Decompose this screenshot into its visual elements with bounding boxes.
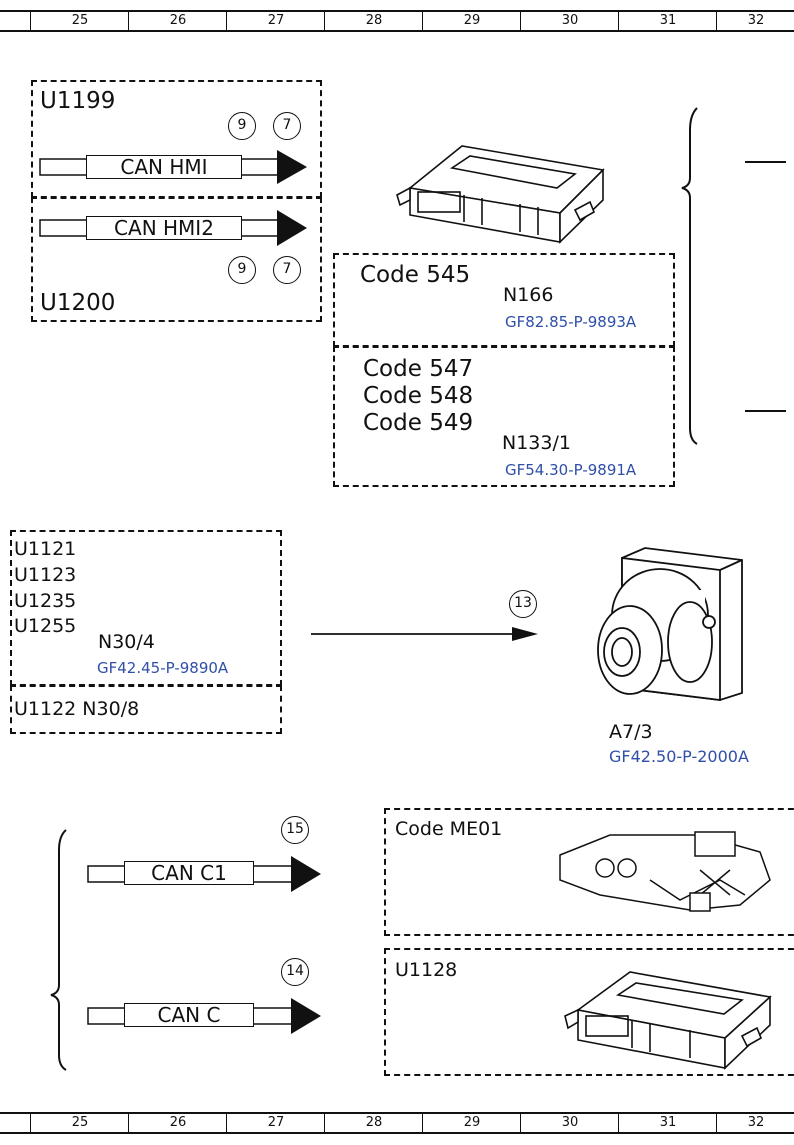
signal-arrowhead (512, 627, 538, 641)
reference-link[interactable]: GF42.50-P-2000A (609, 747, 749, 766)
component-id: N133/1 (502, 432, 571, 454)
connector-circle: 15 (281, 816, 309, 844)
connector-circle: 9 (228, 256, 256, 284)
control-unit-picture (396, 145, 605, 244)
grid-cell: 25 (30, 1114, 129, 1132)
unit-alt: U1122 N30/8 (14, 698, 140, 720)
grid-bar-top: 25 26 27 28 29 30 31 32 (0, 10, 794, 32)
option-code: Code ME01 (395, 818, 503, 840)
bus-label: CAN C1 (124, 861, 254, 885)
component-id: N166 (503, 284, 554, 306)
frame-me01 (384, 808, 794, 936)
engine-unit-picture (559, 831, 771, 912)
right-brace (681, 107, 698, 445)
option-code: Code 547 (363, 356, 474, 382)
actuator-picture (597, 547, 743, 702)
option-code: Code 549 (363, 410, 474, 436)
frame-u1200 (31, 197, 322, 322)
frame-n133 (333, 346, 675, 487)
unit-code: U1235 (14, 590, 77, 612)
reference-link[interactable]: GF82.85-P-9893A (505, 313, 637, 331)
grid-cell: 30 (520, 12, 619, 30)
bus-label: CAN C (124, 1003, 254, 1027)
grid-cell: 31 (618, 1114, 717, 1132)
option-code: Code 548 (363, 383, 474, 409)
bus-label: CAN HMI (86, 155, 242, 179)
grid-cell: 27 (226, 12, 325, 30)
grid-cell: 26 (128, 12, 227, 30)
bus-arrowhead (291, 998, 321, 1034)
bus-label: CAN HMI2 (86, 216, 242, 240)
grid-cell: 32 (716, 1114, 794, 1132)
option-code: Code 545 (360, 262, 471, 288)
connector-circle: 7 (273, 112, 301, 140)
control-unit-picture (564, 971, 772, 1070)
reference-link[interactable]: GF42.45-P-9890A (97, 659, 229, 677)
bus-arrowhead (291, 856, 321, 892)
grid-cell: 28 (324, 12, 423, 30)
unit-code: U1121 (14, 538, 77, 560)
unit-title: U1200 (40, 290, 116, 316)
connector-circle: 14 (281, 958, 309, 986)
unit-title: U1199 (40, 88, 116, 114)
connector-circle: 9 (228, 112, 256, 140)
connector-circle: 13 (509, 590, 537, 618)
grid-cell: 30 (520, 1114, 619, 1132)
unit-code: U1123 (14, 564, 77, 586)
reference-link[interactable]: GF54.30-P-9891A (505, 461, 637, 479)
component-id: A7/3 (609, 721, 653, 743)
grid-bar-bottom: 25 26 27 28 29 30 31 32 (0, 1112, 794, 1134)
grid-cell: 28 (324, 1114, 423, 1132)
grid-cell: 27 (226, 1114, 325, 1132)
unit-code: U1128 (395, 959, 458, 981)
connector-circle: 7 (273, 256, 301, 284)
component-id: N30/4 (98, 631, 155, 653)
grid-cell: 25 (30, 12, 129, 30)
grid-cell: 29 (422, 1114, 521, 1132)
unit-code: U1255 (14, 615, 77, 637)
grid-cell: 29 (422, 12, 521, 30)
bus-arrowhead (277, 210, 307, 246)
grid-cell: 26 (128, 1114, 227, 1132)
grid-cell: 31 (618, 12, 717, 30)
frame-n30-8 (10, 685, 282, 734)
bus-arrowhead (277, 150, 307, 184)
frame-u1128 (384, 948, 794, 1076)
left-brace (50, 829, 67, 1071)
grid-cell: 32 (716, 12, 794, 30)
